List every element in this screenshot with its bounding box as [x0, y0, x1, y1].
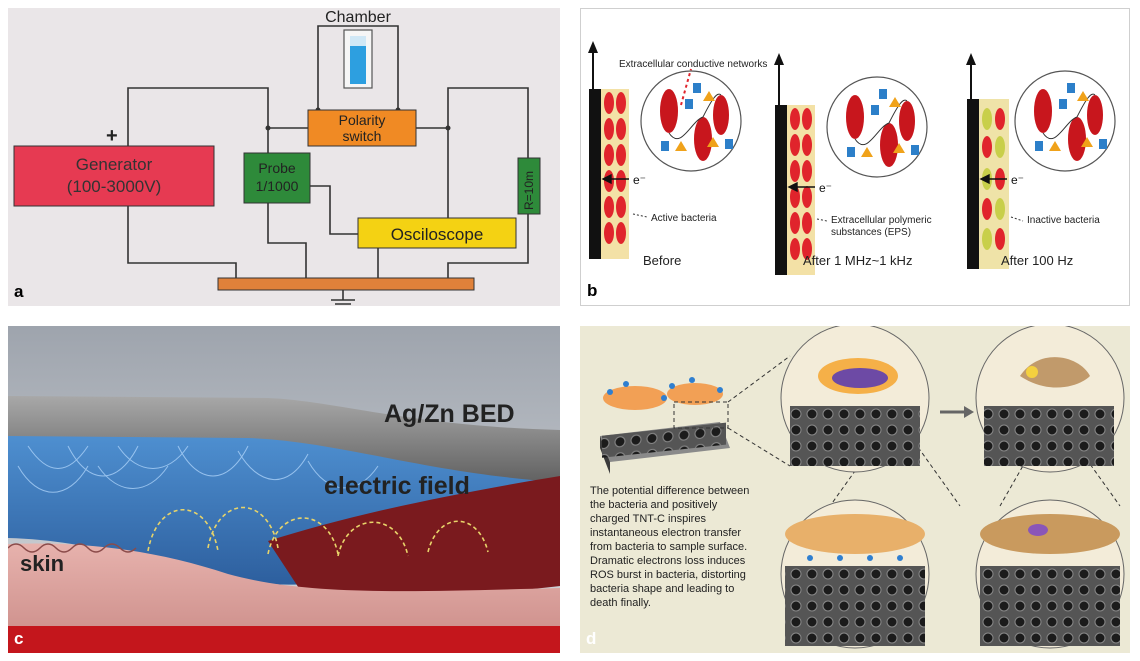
- circuit-diagram: Chamber Generator (100-3000V) + Probe 1/…: [13, 9, 541, 305]
- active-bacteria-label: Active bacteria: [651, 213, 717, 224]
- explanation-line: bacteria shape and leading to: [590, 583, 734, 595]
- eps-label-2: substances (EPS): [831, 227, 911, 238]
- panel-letter-b: b: [587, 281, 598, 300]
- chamber-label: Chamber: [325, 9, 391, 26]
- explanation-line: the bacteria and positively: [590, 499, 718, 511]
- plus-sign: +: [106, 125, 118, 147]
- caption-before: Before: [643, 253, 681, 268]
- electron-label-3: e⁻: [1011, 173, 1024, 187]
- electron-label-1: e⁻: [633, 173, 646, 187]
- panel-letter-d: d: [586, 629, 597, 648]
- polarity-switch-box: [307, 109, 417, 147]
- panel-a-circuit: Chamber Generator (100-3000V) + Probe 1/…: [8, 8, 560, 306]
- explanation-line: death finally.: [590, 597, 651, 609]
- caption-after-1: After 1 MHz~1 kHz: [803, 253, 912, 268]
- tnt-array-block: [600, 377, 730, 474]
- tnt-mechanism-illustration: The potential difference between the bac…: [590, 326, 1125, 649]
- zoom-circle-top-right: [975, 326, 1125, 473]
- zoom-circle-bottom-right: [975, 499, 1125, 649]
- switch-label: switch: [343, 128, 382, 144]
- skin-field-illustration: Ag/Zn BED electric field skin: [8, 326, 560, 653]
- networks-label: Extracellular conductive networks: [619, 59, 767, 70]
- electron-label-2: e⁻: [819, 181, 832, 195]
- explanation-line: instantaneous electron transfer: [590, 527, 741, 539]
- oscilloscope-box: [357, 217, 517, 249]
- probe-box: [243, 152, 311, 204]
- skin-layer: [8, 543, 560, 653]
- zoom-circle-bottom-left: [780, 499, 930, 649]
- panel-letter-a: a: [14, 282, 24, 301]
- skin-label: skin: [20, 551, 64, 576]
- electrode-label: Ag/Zn BED: [384, 400, 515, 428]
- chamber-tube: [343, 29, 373, 89]
- electric-field-label: electric field: [324, 472, 470, 500]
- panel-c-skin-field: Ag/Zn BED electric field skin c: [8, 326, 560, 653]
- generator-label: Generator: [76, 155, 153, 174]
- probe-ratio: 1/1000: [256, 178, 299, 194]
- inactive-bacteria-label: Inactive bacteria: [1027, 215, 1100, 226]
- explanation-line: charged TNT-C inspires: [590, 513, 706, 525]
- caption-after-2: After 100 Hz: [1001, 253, 1073, 268]
- right-arrow-icon: [940, 406, 974, 418]
- explanation-line: Dramatic electrons loss induces: [590, 555, 746, 567]
- eps-label: Extracellular polymeric: [831, 215, 932, 226]
- panel-b-bacteria: e⁻ e⁻ e⁻ Extracellular conductive networ…: [580, 8, 1130, 306]
- ground-symbol: [331, 299, 355, 305]
- probe-label: Probe: [258, 160, 296, 176]
- dermis-layer: [268, 476, 560, 603]
- explanation-text: The potential difference between the bac…: [590, 485, 749, 609]
- explanation-line: ROS burst in bacteria, distorting: [590, 569, 746, 581]
- polarity-label: Polarity: [339, 112, 386, 128]
- explanation-line: from bacteria to sample surface.: [590, 541, 747, 553]
- explanation-line: The potential difference between: [590, 485, 749, 497]
- ground-bar: [217, 277, 475, 291]
- oscilloscope-label: Osciloscope: [391, 225, 484, 244]
- generator-box: [13, 145, 215, 207]
- panel-letter-c: c: [14, 629, 24, 648]
- bacteria-diagram: e⁻ e⁻ e⁻ Extracellular conductive networ…: [588, 41, 1116, 275]
- zoom-circle-top-left: [780, 326, 930, 473]
- resistor-label: R=10m: [522, 171, 536, 210]
- generator-range: (100-3000V): [67, 177, 162, 196]
- resistor-box: [517, 157, 541, 215]
- panel-d-tnt-mechanism: The potential difference between the bac…: [580, 326, 1130, 653]
